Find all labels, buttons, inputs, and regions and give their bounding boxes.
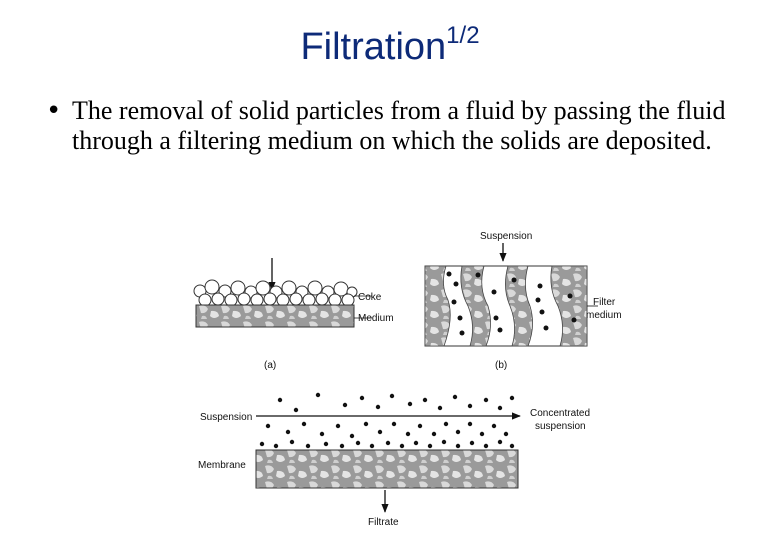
panel-b-trapped-particles <box>446 271 577 336</box>
panel-a-filter-medium <box>195 304 355 328</box>
membrane <box>255 449 519 489</box>
cake-label: Coke <box>358 292 382 303</box>
concentrated-label-line2: suspension <box>535 421 586 432</box>
title-text: Filtration <box>300 26 447 68</box>
panel-b-caption: (b) <box>495 360 507 371</box>
panel-a-caption: (a) <box>264 360 276 371</box>
panel-c-suspension-label: Suspension <box>200 412 252 423</box>
panel-b-suspension-label: Suspension <box>480 231 532 242</box>
filtrate-label: Filtrate <box>368 517 399 528</box>
panel-b-fibers <box>424 265 588 347</box>
membrane-label: Membrane <box>198 460 246 471</box>
panel-a-cake-filtration: Coke Medium (a) <box>193 258 394 371</box>
bullet-text: The removal of solid particles from a fl… <box>72 96 726 155</box>
filter-medium-label-line2: medium <box>586 310 622 321</box>
filter-medium-label-line1: Filter <box>593 297 616 308</box>
slide-title: Filtration1/2 <box>0 22 780 69</box>
suspension-particles <box>259 392 515 449</box>
concentrated-label-line1: Concentrated <box>530 408 590 419</box>
title-superscript: 1/2 <box>446 22 480 49</box>
bullet-icon: • <box>46 96 62 126</box>
panel-b-depth-filtration: Suspension Filter medium (b) <box>424 231 622 371</box>
panel-c-crossflow-membrane: Suspension Concentrated suspension Membr… <box>198 392 590 528</box>
medium-label: Medium <box>358 313 394 324</box>
cake-particles <box>193 279 358 307</box>
